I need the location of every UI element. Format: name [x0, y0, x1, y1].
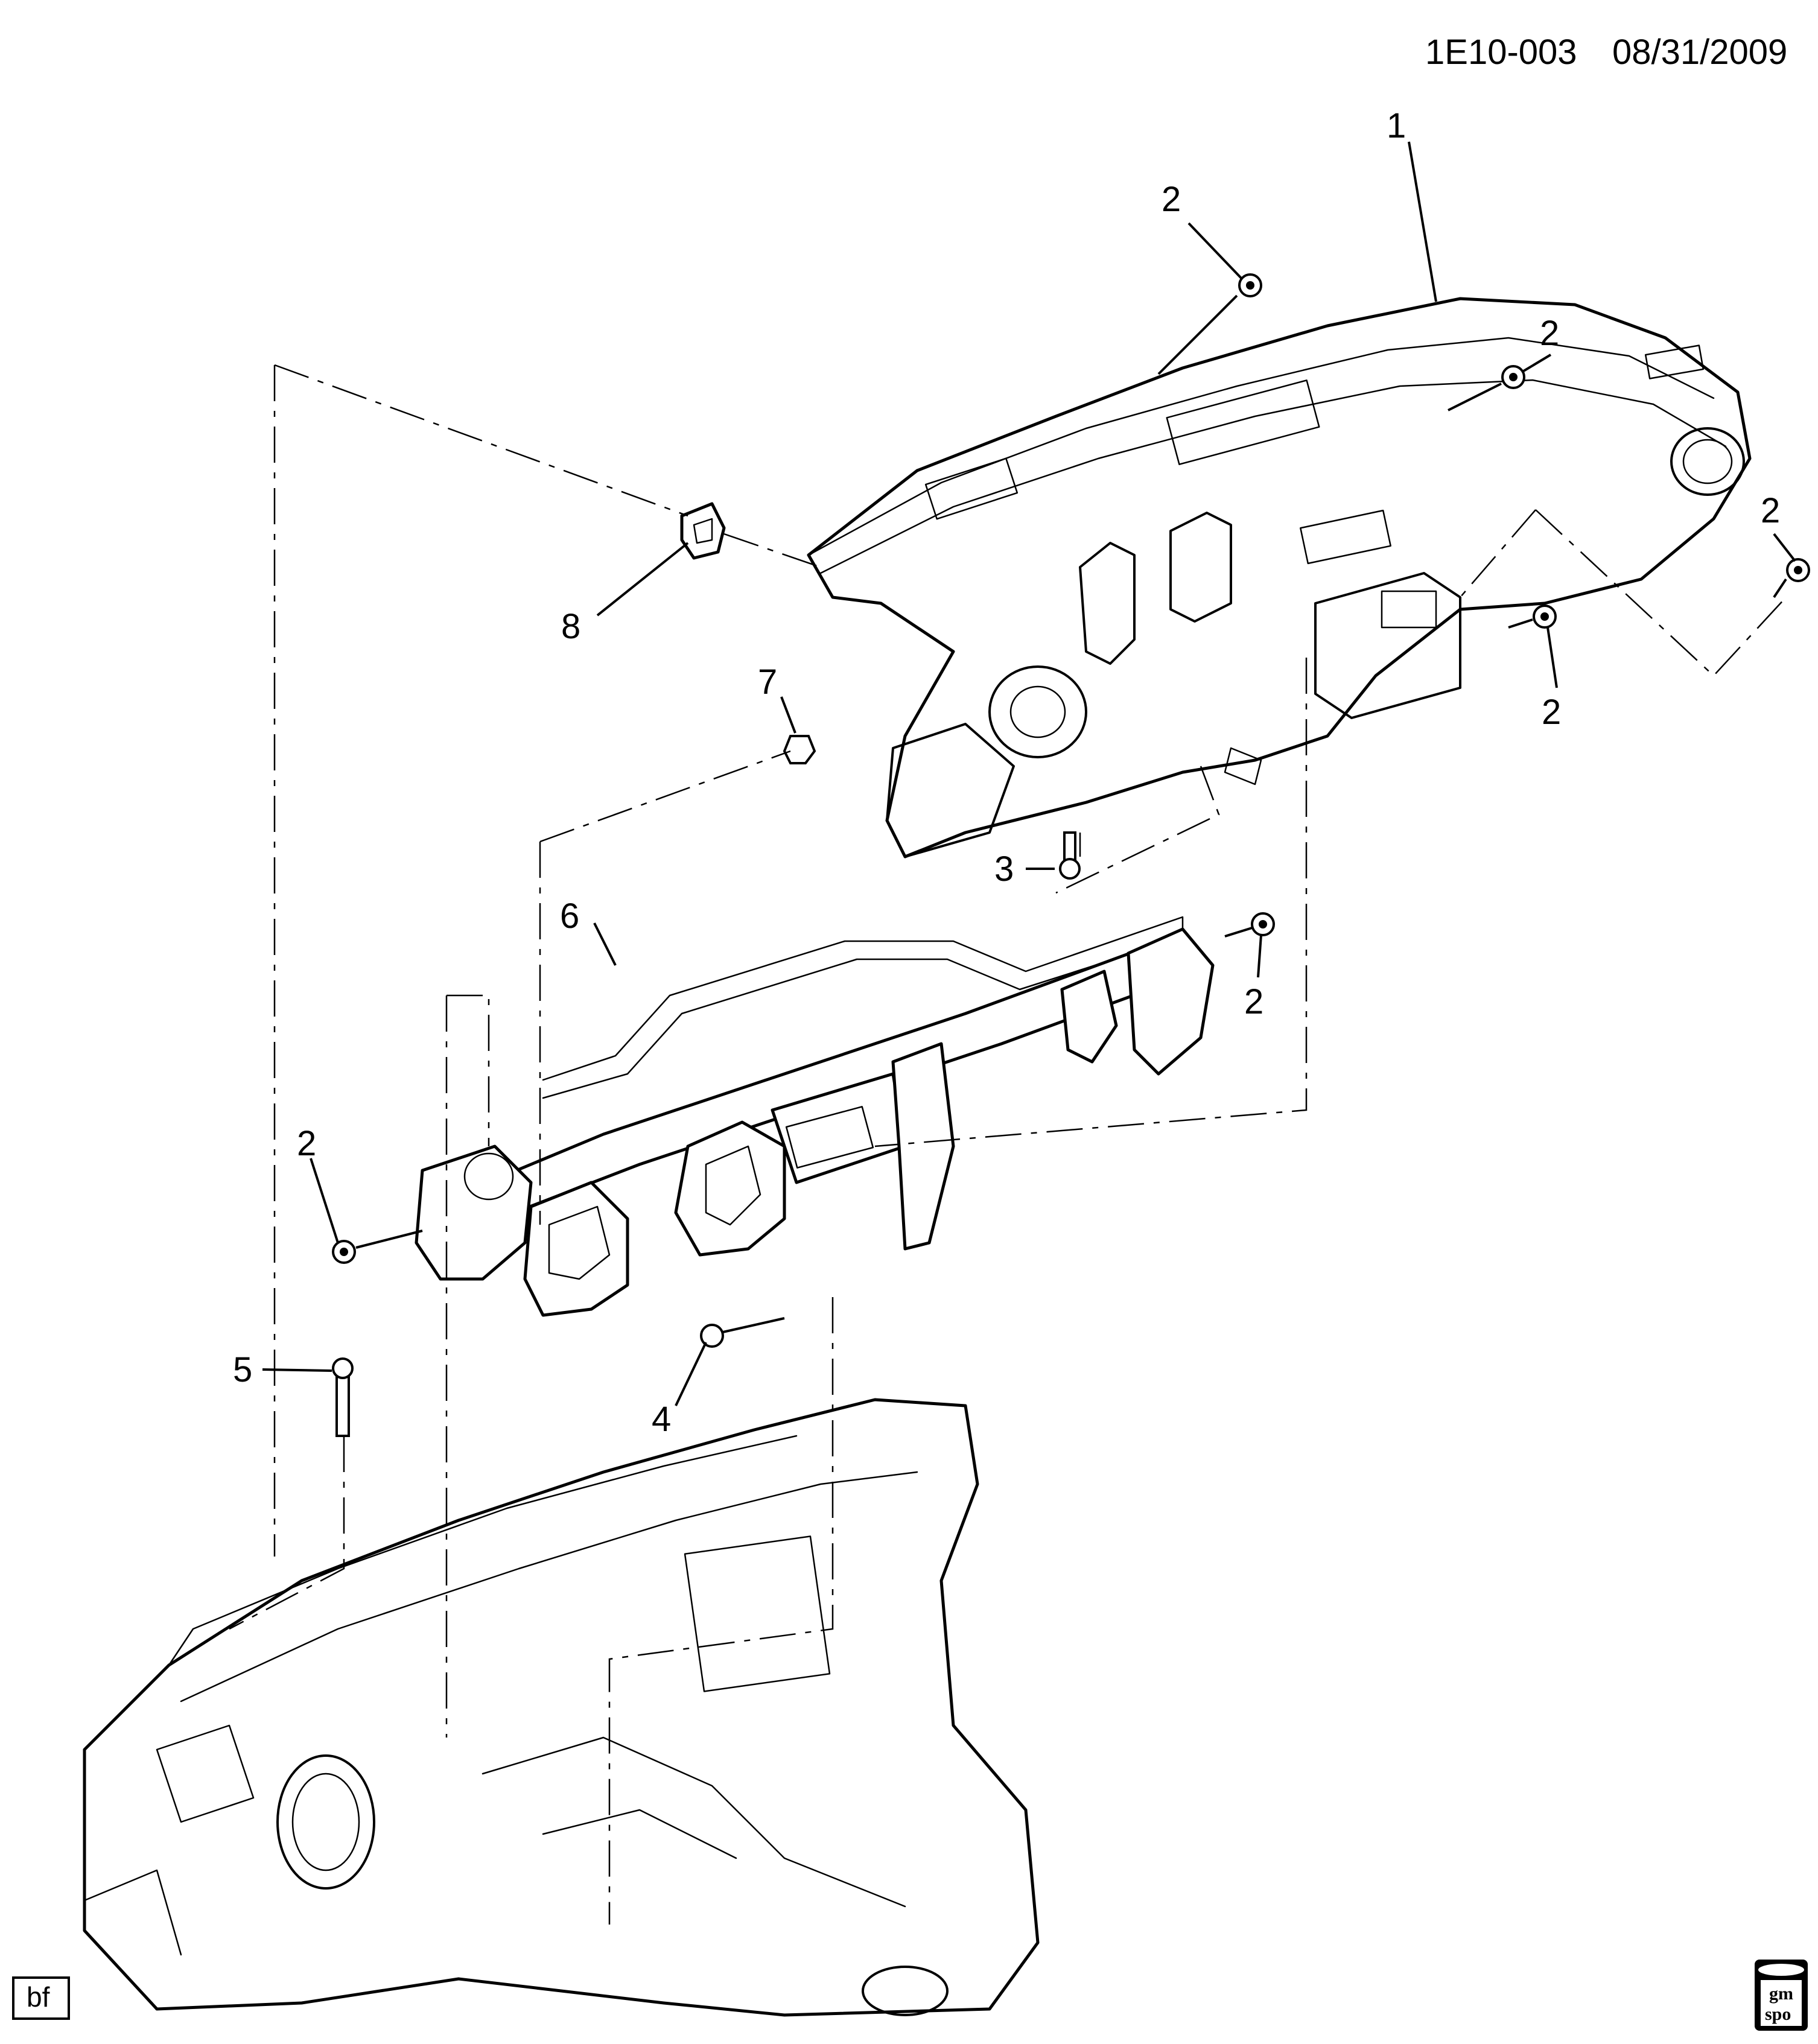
clip-fastener-8: [680, 502, 726, 560]
callout-1: 1: [1387, 106, 1406, 145]
screw-fastener-2c: [1773, 558, 1810, 598]
callout-4: 4: [652, 1400, 671, 1439]
cross-car-beam-part-6: [415, 916, 1215, 1317]
callout-2-top: 2: [1162, 180, 1181, 219]
instrument-panel-part-1: [807, 297, 1752, 859]
callout-2-right-upper: 2: [1540, 314, 1559, 353]
assembly-guide-lines: [229, 364, 1787, 1925]
callout-6: 6: [560, 897, 579, 936]
screw-fastener-2a: [1157, 273, 1262, 375]
callout-3: 3: [994, 849, 1014, 889]
diagram-date: 08/31/2009: [1612, 33, 1787, 72]
screw-fastener-2f: [332, 1230, 423, 1264]
bolt-fastener-3: [1059, 831, 1081, 880]
callout-leaders: [262, 141, 1796, 1406]
diagram-id: 1E10-003: [1425, 33, 1577, 72]
bolt-fastener-5: [332, 1357, 354, 1437]
body-cowl-structure: [83, 1398, 1040, 2017]
nut-fastener-7: [783, 735, 816, 764]
callout-labels: 1 2 2 2 2 2 2 3 4 5 6 7 8: [233, 106, 1780, 1439]
callout-2-far-right: 2: [1761, 491, 1780, 530]
callout-7: 7: [758, 662, 777, 702]
callout-2-left: 2: [297, 1124, 316, 1163]
screw-fastener-2b: [1448, 365, 1525, 411]
callout-5: 5: [233, 1350, 252, 1389]
callout-2-right-middle: 2: [1542, 693, 1561, 732]
logo-spo: spo: [1765, 2004, 1791, 2024]
callout-8: 8: [561, 607, 580, 646]
footer-tag: bf: [12, 1976, 70, 2020]
logo-gm: gm: [1769, 1984, 1793, 2004]
gm-spo-logo: gm spo: [1755, 1960, 1808, 2031]
footer-tag-text: bf: [27, 1981, 50, 2013]
callout-2-beam-right: 2: [1244, 982, 1263, 1021]
screw-fastener-2d: [1508, 605, 1557, 629]
screw-fastener-2e: [1224, 912, 1275, 938]
bolt-fastener-4: [700, 1317, 785, 1348]
